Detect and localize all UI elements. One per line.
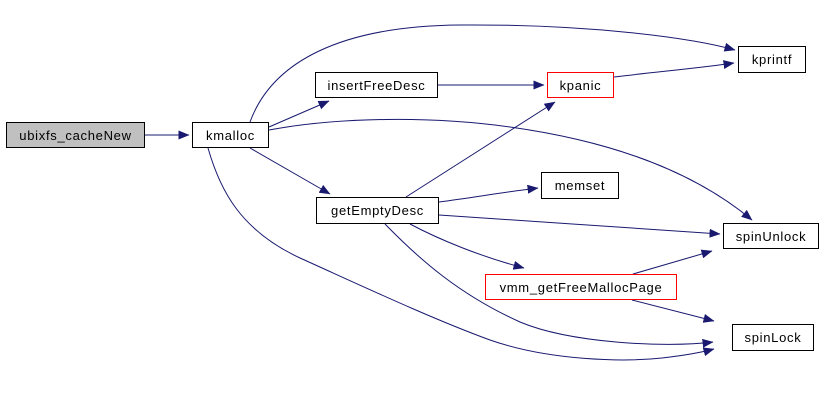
node-ubixfs_cacheNew: ubixfs_cacheNew — [6, 122, 145, 148]
node-memset[interactable]: memset — [541, 172, 619, 199]
edge-kpanic-to-kprintf — [613, 60, 735, 78]
node-kpanic[interactable]: kpanic — [547, 72, 614, 98]
node-getEmptyDesc[interactable]: getEmptyDesc — [316, 197, 439, 224]
edge-getEmptyDesc-to-spinUnlock — [438, 214, 721, 238]
edge-getEmptyDesc-to-memset — [438, 184, 539, 203]
edge-getEmptyDesc-to-kpanic — [405, 101, 556, 198]
edge-getEmptyDesc-to-spinLock — [384, 223, 714, 348]
node-vmm_getFreeMallocPage[interactable]: vmm_getFreeMallocPage — [485, 274, 677, 300]
node-kmalloc[interactable]: kmalloc — [192, 122, 269, 148]
edge-vmm_getFreeMallocPage-to-spinUnlock — [632, 249, 713, 275]
edge-kmalloc-to-getEmptyDesc — [249, 147, 331, 195]
node-spinUnlock[interactable]: spinUnlock — [723, 223, 819, 249]
edge-kmalloc-to-insertFreeDesc — [268, 100, 330, 128]
edge-kmalloc-to-spinUnlock — [268, 118, 753, 221]
node-insertFreeDesc[interactable]: insertFreeDesc — [315, 72, 438, 98]
edge-getEmptyDesc-to-vmm_getFreeMallocPage — [409, 223, 525, 270]
edge-kmalloc-to-spinLock — [207, 147, 715, 361]
edge-kmalloc-to-kprintf — [249, 24, 736, 123]
node-spinLock[interactable]: spinLock — [732, 324, 814, 351]
edge-vmm_getFreeMallocPage-to-spinLock — [631, 299, 715, 323]
node-kprintf[interactable]: kprintf — [738, 46, 806, 73]
